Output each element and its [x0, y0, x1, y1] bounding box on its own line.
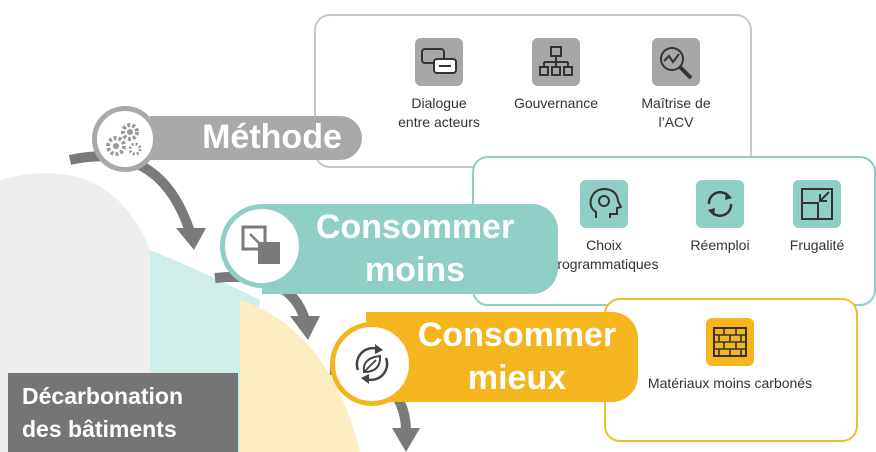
consommer-moins-pill [262, 204, 558, 294]
gears-icon [106, 123, 142, 156]
item-gouvernance-label: Gouvernance [513, 95, 599, 111]
magnifier-chart-icon [652, 38, 700, 86]
consommer-moins-ring [220, 204, 304, 288]
item-materiaux-label: Matériaux moins carbonés [647, 375, 813, 391]
item-dialogue: Dialogue entre acteurs [384, 38, 494, 132]
item-choix-programmatiques-label: Choix programmatiques [549, 237, 659, 272]
decarbonation-label: Décarbonation des bâtiments [8, 373, 238, 452]
consommer-mieux-label: Consommer mieux [417, 316, 617, 397]
consommer-moins-label: Consommer moins [315, 208, 515, 289]
methode-pill [150, 116, 362, 160]
chat-bubbles-icon [415, 38, 463, 86]
item-gouvernance: Gouvernance [500, 38, 612, 113]
item-maitrise-acv: Maîtrise de l’ACV [626, 38, 726, 132]
resize-squares-icon [241, 225, 280, 264]
item-reemploi: Réemploi [675, 180, 765, 255]
item-maitrise-acv-label: Maîtrise de l’ACV [641, 95, 711, 130]
shrink-frame-icon [793, 180, 841, 228]
item-materiaux: Matériaux moins carbonés [616, 318, 844, 393]
consommer-mieux-ring [330, 322, 414, 406]
brick-wall-icon [706, 318, 754, 366]
methode-ring [92, 106, 158, 172]
item-choix-programmatiques: Choix programmatiques [530, 180, 678, 274]
item-dialogue-label: Dialogue entre acteurs [398, 95, 480, 130]
item-frugalite: Frugalité [771, 180, 863, 255]
org-chart-icon [532, 38, 580, 86]
item-frugalite-label: Frugalité [789, 237, 845, 253]
head-gear-icon [580, 180, 628, 228]
recycle-leaf-icon [355, 344, 389, 384]
cycle-arrows-icon [696, 180, 744, 228]
item-reemploi-label: Réemploi [690, 237, 750, 253]
methode-label: Méthode [202, 118, 342, 156]
